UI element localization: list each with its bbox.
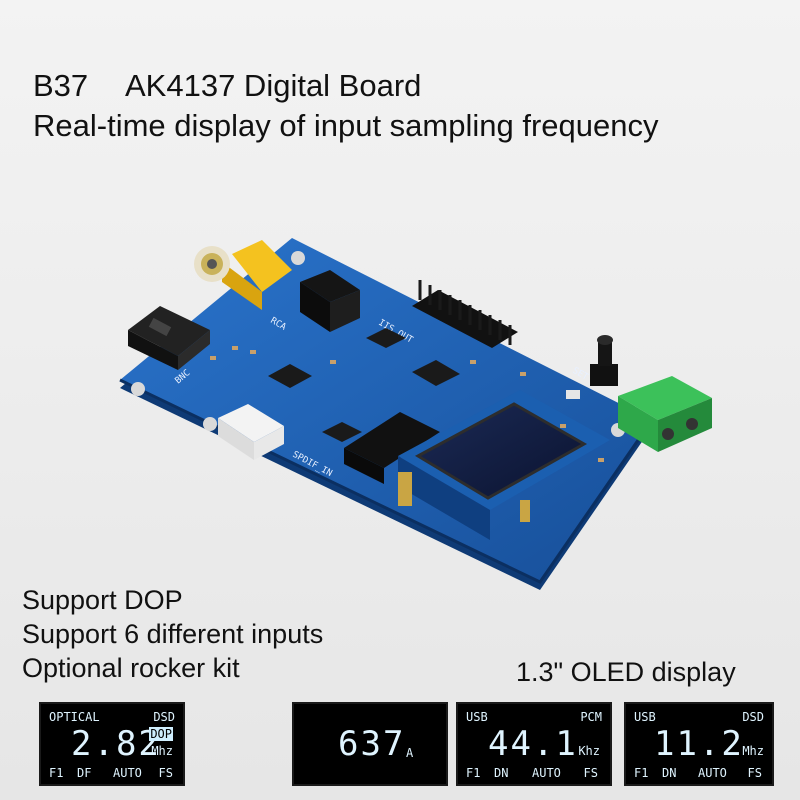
oled-screen-optical-dsd: OPTICAL DSD 2.82 DOP Mhz F1 DF AUTO FS bbox=[39, 702, 185, 786]
board-name: AK4137 Digital Board bbox=[125, 68, 422, 103]
oled-unit-label: Mhz bbox=[151, 744, 173, 758]
oled-input-label: USB bbox=[634, 710, 656, 724]
oled-mode-label: DN bbox=[494, 766, 509, 780]
oled-input-label: USB bbox=[466, 710, 488, 724]
oled-caption: 1.3" OLED display bbox=[516, 657, 736, 687]
oled-screen-usb-dsd: USB DSD 11.2 Mhz F1 DN AUTO FS bbox=[624, 702, 774, 786]
subtitle: Real-time display of input sampling freq… bbox=[33, 108, 659, 143]
oled-input-label: OPTICAL bbox=[49, 710, 100, 724]
oled-frequency-value: 44.1 bbox=[488, 724, 578, 764]
oled-fs-label: FS bbox=[583, 766, 598, 780]
jst-connector bbox=[218, 404, 284, 460]
pin-header-top bbox=[412, 280, 518, 348]
feature-item: Optional rocker kit bbox=[22, 653, 240, 683]
oled-auto-label: AUTO bbox=[113, 766, 142, 780]
oled-mode-label: DF bbox=[77, 766, 92, 780]
oled-filter-label: F1 bbox=[634, 766, 649, 780]
rocker-knob bbox=[590, 335, 618, 386]
oled-format-label: DSD bbox=[153, 710, 175, 724]
model-code: B37 bbox=[33, 68, 89, 103]
oled-auto-label: AUTO bbox=[698, 766, 727, 780]
optical-jack bbox=[128, 306, 210, 370]
oled-frequency-value: 11.2 bbox=[654, 724, 744, 764]
oled-module bbox=[398, 390, 610, 540]
rca-jack bbox=[194, 240, 292, 310]
oled-mode-label: DN bbox=[662, 766, 677, 780]
oled-volume-value: 637 bbox=[338, 724, 406, 764]
terminal-block bbox=[618, 376, 712, 452]
feature-item: Support 6 different inputs bbox=[22, 619, 324, 649]
oled-frequency-value: 2.82 bbox=[71, 724, 161, 764]
oled-fs-label: FS bbox=[747, 766, 762, 780]
oled-screen-usb-pcm: USB PCM 44.1 Khz F1 DN AUTO FS bbox=[456, 702, 612, 786]
oled-screen-volume: 637 A bbox=[292, 702, 448, 786]
oled-auto-label: AUTO bbox=[532, 766, 561, 780]
headline: B37 AK4137 Digital Board bbox=[33, 66, 421, 106]
oled-filter-label: F1 bbox=[49, 766, 64, 780]
oled-unit-label: Khz bbox=[578, 744, 600, 758]
feature-item: Support DOP bbox=[22, 585, 183, 615]
oled-volume-suffix: A bbox=[406, 746, 414, 760]
oled-dop-tag: DOP bbox=[149, 727, 173, 741]
oled-format-label: DSD bbox=[742, 710, 764, 724]
oled-unit-label: Mhz bbox=[742, 744, 764, 758]
feature-list: Support DOP Support 6 different inputs O… bbox=[22, 583, 323, 685]
pcb-board bbox=[119, 238, 654, 590]
oled-format-label: PCM bbox=[580, 710, 602, 724]
oled-filter-label: F1 bbox=[466, 766, 481, 780]
oled-fs-label: FS bbox=[158, 766, 173, 780]
